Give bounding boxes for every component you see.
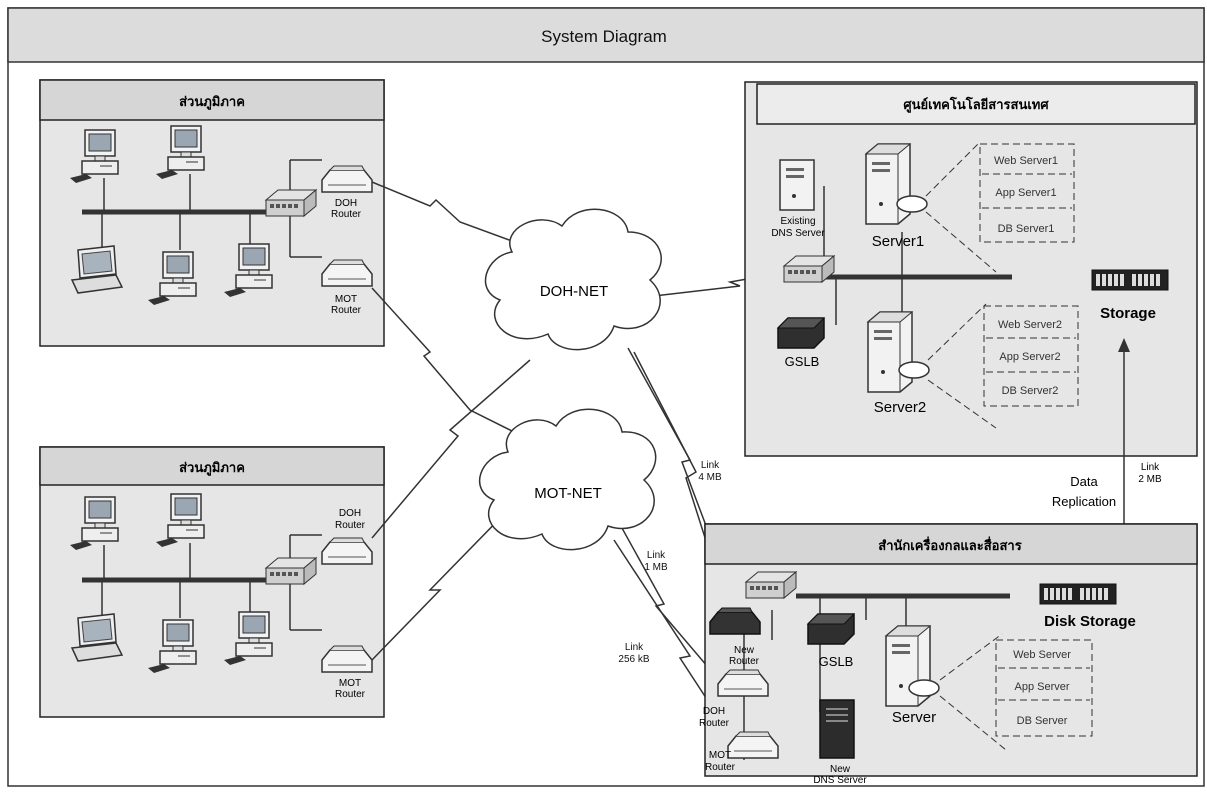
- router-icon: [321, 537, 373, 565]
- server2-icon: [867, 311, 913, 393]
- doh-net-cloud: DOH-NET: [484, 208, 662, 351]
- vm-label: Web Server1: [994, 155, 1058, 167]
- new-router-label: New: [734, 645, 755, 656]
- comm-bureau-panel: สำนักเครื่องกลและสื่อสาร New Router DOH …: [699, 523, 1198, 786]
- vm-label: App Server1: [995, 187, 1056, 199]
- storage-label: Storage: [1100, 305, 1156, 322]
- gslb-label: GSLB: [819, 654, 854, 669]
- new-dns-label: DNS Server: [813, 775, 867, 786]
- link-label: Link: [1141, 462, 1160, 473]
- switch-icon: [265, 189, 317, 217]
- switch-icon: [783, 255, 835, 283]
- dns-server-icon: [779, 159, 815, 211]
- link-label: 1 MB: [644, 562, 668, 573]
- storage-icon: [1091, 269, 1169, 291]
- server-label: Server: [892, 709, 936, 726]
- regional-top-heading: ส่วนภูมิภาค: [179, 94, 245, 110]
- router-icon: [727, 731, 779, 759]
- vm-label: DB Server1: [998, 223, 1055, 235]
- doh-router-label: Router: [699, 718, 730, 729]
- mot-router-label: MOT: [709, 750, 731, 761]
- link-label: Link: [625, 642, 644, 653]
- disk-storage-label: Disk Storage: [1044, 613, 1136, 630]
- vm-label: App Server: [1014, 681, 1069, 693]
- doh-router-label: DOH: [703, 706, 725, 717]
- vm-label: DB Server2: [1002, 385, 1059, 397]
- server1-label: Server1: [872, 233, 925, 250]
- regional-panel-top: ส่วนภูมิภาค DOH Router MOT Router: [39, 79, 385, 347]
- existing-dns-label: DNS Server: [771, 228, 825, 239]
- router-icon: [321, 645, 373, 673]
- server2-label: Server2: [874, 399, 927, 416]
- link-label: Link: [701, 460, 720, 471]
- doh-router-label: Router: [335, 520, 366, 531]
- mot-router-label: MOT: [339, 678, 361, 689]
- disk-storage-icon: [1039, 583, 1117, 605]
- router-icon: [321, 259, 373, 287]
- data-replication-label: Replication: [1052, 494, 1116, 509]
- regional-bottom-heading: ส่วนภูมิภาค: [179, 460, 245, 476]
- link-label: 256 kB: [618, 654, 649, 665]
- vm-label: Web Server: [1013, 649, 1071, 661]
- vm-label: Web Server2: [998, 319, 1062, 331]
- link-labels: Link 4 MB Link 1 MB Link 256 kB: [618, 460, 722, 665]
- gslb-icon: [807, 613, 855, 645]
- doh-net-label: DOH-NET: [540, 283, 608, 300]
- switch-icon: [745, 571, 797, 599]
- server1-icon: [865, 143, 911, 225]
- laptop-icon: [71, 613, 123, 662]
- new-router-icon: [709, 607, 761, 635]
- doh-router-label: DOH: [335, 198, 357, 209]
- it-center-panel: ศูนย์เทคโนโลยีสารสนเทศ Existing DNS Serv…: [744, 81, 1198, 457]
- switch-icon: [265, 557, 317, 585]
- comm-bureau-heading: สำนักเครื่องกลและสื่อสาร: [878, 536, 1021, 553]
- mot-router-label: Router: [335, 689, 366, 700]
- title-bar: [7, 7, 1205, 63]
- new-dns-server-icon: [819, 699, 855, 759]
- router-icon: [717, 669, 769, 697]
- vm-label: App Server2: [999, 351, 1060, 363]
- data-replication-label: Data: [1070, 474, 1098, 489]
- mot-router-label: Router: [705, 762, 736, 773]
- router-icon: [321, 165, 373, 193]
- new-dns-label: New: [830, 764, 851, 775]
- gslb-icon: [777, 317, 825, 349]
- doh-router-label: DOH: [339, 508, 361, 519]
- gslb-label: GSLB: [785, 354, 820, 369]
- link-label: Link: [647, 550, 666, 561]
- mot-router-label: MOT: [335, 294, 357, 305]
- vm-label: DB Server: [1017, 715, 1068, 727]
- laptop-icon: [71, 245, 123, 294]
- existing-dns-label: Existing: [780, 216, 815, 227]
- new-router-label: Router: [729, 656, 760, 667]
- doh-router-label: Router: [331, 209, 362, 220]
- mot-router-label: Router: [331, 305, 362, 316]
- mot-net-cloud: MOT-NET: [478, 408, 657, 551]
- link-label: 2 MB: [1138, 474, 1162, 485]
- link-label: 4 MB: [698, 472, 722, 483]
- wan-links: [371, 181, 799, 757]
- regional-panel-bottom: ส่วนภูมิภาค DOH Router MOT Router: [39, 446, 385, 718]
- it-center-heading: ศูนย์เทคโนโลยีสารสนเทศ: [903, 96, 1049, 113]
- diagram-title: System Diagram: [541, 27, 667, 46]
- mot-net-label: MOT-NET: [534, 485, 602, 502]
